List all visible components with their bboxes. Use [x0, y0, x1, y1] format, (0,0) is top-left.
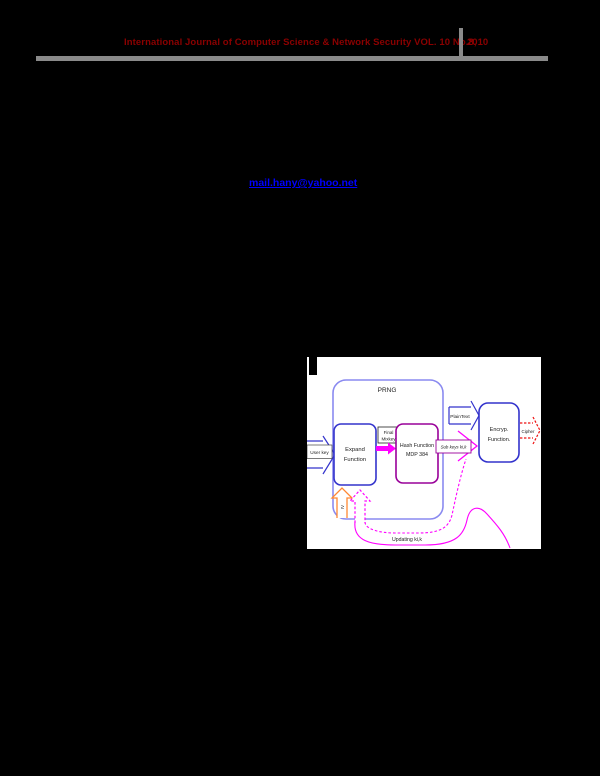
subkeys-arrow — [457, 430, 479, 462]
user-key-label: User key — [310, 450, 329, 455]
cipher-label: Cipher — [522, 429, 535, 434]
update-loop-outer — [354, 507, 511, 549]
header-divider — [459, 28, 463, 58]
plaintext-label: PlainText — [450, 414, 470, 420]
encrypt-function-label-line1: Encryp. — [490, 427, 509, 433]
iv-label: IV — [340, 505, 345, 509]
prng-architecture-figure: PRNG User key Expand Function Final Mixk… — [307, 357, 541, 549]
expand-function-label-line1: Expand — [345, 447, 365, 453]
subkeys-label: Sub keys ki,k — [441, 445, 468, 450]
encrypt-function-box — [478, 402, 520, 463]
encrypt-function-label-line2: Function. — [488, 437, 511, 443]
expand-function-box — [333, 423, 377, 486]
cipher-arrow — [520, 416, 541, 445]
hash-function-label-line1: Hash Function — [400, 443, 434, 449]
plaintext-arrow — [448, 400, 480, 431]
user-key-label-box — [307, 444, 333, 459]
updating-label: Updating ki,k — [392, 537, 422, 543]
mixkey-label-line2: Mixkey — [381, 437, 396, 442]
subkeys-box — [435, 439, 472, 454]
figure-corner-artifact — [309, 357, 317, 375]
hash-function-label-line2: MDP 384 — [406, 452, 428, 458]
expand-function-label-line2: Function — [344, 457, 366, 463]
header-rule — [36, 56, 548, 61]
update-feedback-arrow — [348, 489, 372, 523]
expand-to-hash-arrow — [376, 442, 396, 455]
iv-arrow — [330, 487, 354, 518]
prng-label: PRNG — [378, 387, 397, 394]
author-email-link[interactable]: mail.hany@yahoo.net — [249, 177, 358, 189]
header-year: 2010 — [467, 37, 489, 48]
journal-header: International Journal of Computer Scienc… — [124, 37, 477, 48]
hash-function-box — [395, 423, 439, 484]
prng-architecture-svg: PRNG User key Expand Function Final Mixk… — [307, 357, 541, 549]
update-loop-inner — [364, 458, 467, 534]
mixkey-label-line1: Final — [384, 430, 394, 435]
